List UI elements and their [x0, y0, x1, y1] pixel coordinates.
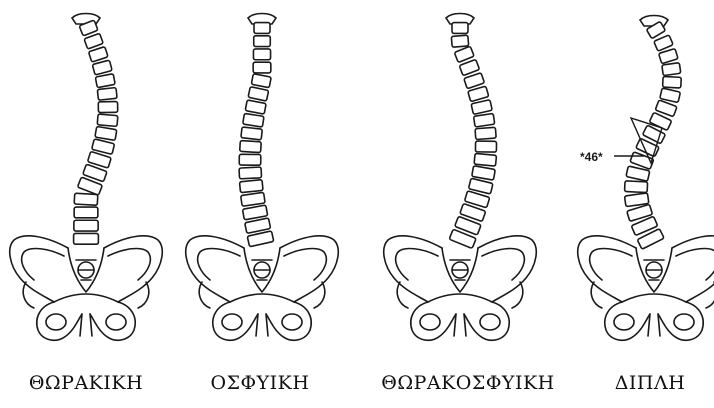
- vertebra: [624, 193, 648, 207]
- vertebra: [254, 23, 270, 34]
- vertebra: [454, 46, 474, 62]
- vertebra: [239, 180, 263, 193]
- vertebra: [74, 207, 98, 218]
- label-double: ΔΙΠΛΗ: [615, 372, 686, 394]
- vertebra: [243, 113, 264, 127]
- vertebra: [468, 86, 489, 102]
- pelvis: [10, 236, 163, 340]
- vertebra: [646, 21, 665, 38]
- vertebra: [662, 63, 681, 76]
- vertebra: [253, 62, 271, 73]
- vertebra: [74, 220, 98, 231]
- vertebra: [625, 181, 648, 193]
- label-thoracic: ΘΩΡΑΚΙΚΗ: [29, 372, 143, 394]
- vertebra: [88, 47, 108, 63]
- vertebra: [471, 100, 492, 115]
- spine-double: [578, 16, 714, 341]
- vertebra: [475, 127, 496, 139]
- spine-lumbar: [186, 14, 339, 341]
- vertebra: [659, 49, 678, 64]
- vertebra: [74, 233, 99, 244]
- vertebra: [245, 218, 271, 234]
- label-thoracolumbar: ΘΩΡΑΚΟΣΦΥΙΚΗ: [381, 372, 554, 394]
- angle-label: *46*: [580, 150, 603, 164]
- vertebra: [248, 87, 269, 101]
- vertebra: [254, 36, 271, 47]
- vertebra: [475, 141, 496, 152]
- vertebra: [472, 166, 496, 180]
- vertebra: [97, 88, 117, 101]
- vertebra: [242, 205, 267, 220]
- vertebra: [253, 49, 270, 60]
- vertebra: [459, 59, 479, 75]
- vertebra: [245, 100, 266, 114]
- vertebra: [251, 74, 271, 88]
- vertebra: [92, 60, 112, 75]
- vertebra: [74, 193, 98, 205]
- pelvis: [578, 236, 714, 340]
- vertebra: [98, 102, 117, 113]
- vertebra: [241, 127, 262, 140]
- spine-thoracolumbar: [384, 14, 537, 341]
- vertebra: [663, 76, 682, 87]
- vertebra: [97, 114, 118, 126]
- vertebra: [241, 192, 265, 206]
- vertebra: [660, 88, 681, 103]
- vertebra: [451, 35, 468, 47]
- vertebra: [474, 153, 496, 166]
- pelvis: [384, 236, 537, 340]
- vertebra: [452, 23, 468, 34]
- vertebra: [654, 35, 673, 51]
- vertebra: [239, 154, 261, 165]
- vertebra: [240, 141, 262, 153]
- vertebra: [474, 113, 495, 127]
- spine-thoracic: [10, 14, 163, 341]
- vertebra: [95, 74, 115, 88]
- vertebra: [79, 20, 98, 36]
- label-lumbar: ΟΣΦΥΙΚΗ: [211, 372, 310, 394]
- pelvis: [186, 236, 339, 340]
- vertebra: [84, 33, 103, 49]
- vertebra: [239, 167, 262, 179]
- vertebra: [95, 126, 117, 140]
